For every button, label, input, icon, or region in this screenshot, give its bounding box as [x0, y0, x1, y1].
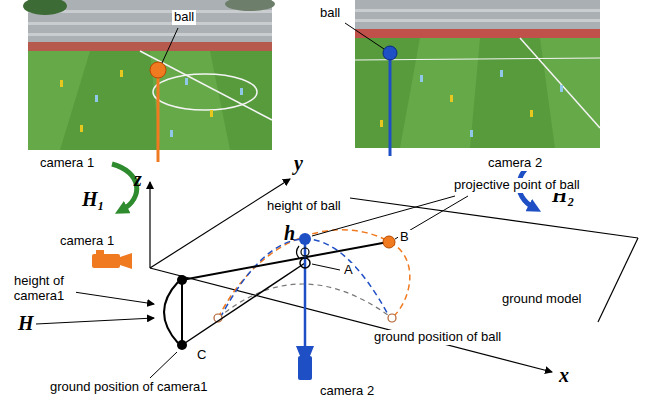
callout-label: ball: [318, 6, 342, 21]
ball-ground-position: [301, 248, 309, 256]
leader-line: [162, 28, 178, 63]
ground-model-edge: [350, 198, 638, 238]
camera2-icon: [296, 346, 314, 380]
trees: [23, 0, 67, 15]
camera-caption: camera 2: [318, 384, 376, 399]
player: [80, 125, 83, 132]
player: [60, 80, 63, 87]
quantity-label: height of camera1: [2, 274, 76, 304]
homography-symbol: H₁: [80, 188, 107, 211]
ball-projection-line: [157, 70, 160, 162]
stand-row: [28, 33, 272, 36]
axis-label: z: [132, 168, 144, 191]
height-bracket: [164, 282, 178, 343]
z-axis: [149, 182, 150, 268]
ball-ground-position: [300, 258, 310, 268]
pitch-line: [140, 51, 272, 120]
plane-label: ground model: [500, 292, 584, 307]
quantity-label: height of ball: [265, 199, 343, 214]
player: [120, 70, 123, 77]
point-label: A: [342, 263, 355, 278]
camera1-point: [177, 275, 187, 285]
player: [500, 70, 503, 77]
pitch-stripe: [150, 51, 230, 150]
pitch: [28, 0, 272, 150]
ball-marker: [383, 46, 397, 60]
ball-marker: [150, 62, 166, 78]
player: [470, 130, 473, 137]
projective-point: [383, 236, 395, 248]
quantity-symbol: h: [282, 222, 297, 245]
track-strip: [28, 42, 272, 51]
camera-caption: camera 2: [486, 156, 544, 171]
callout-label: ground position of ball: [372, 330, 503, 345]
axis-label: x: [557, 364, 571, 387]
camera-caption: camera 1: [58, 234, 116, 249]
camera-caption: camera 1: [38, 156, 96, 171]
stand-row: [28, 22, 272, 25]
quantity-symbol: H: [16, 312, 36, 335]
camera1-ground-point: [177, 340, 187, 350]
ground-model-edge: [598, 238, 638, 322]
pitch-stripe: [400, 38, 480, 148]
leader-line: [74, 292, 154, 304]
track-strip: [355, 29, 600, 38]
player: [420, 75, 423, 82]
point-label: C: [195, 348, 208, 363]
player: [170, 130, 173, 137]
point-label: B: [398, 230, 411, 245]
player: [240, 88, 243, 95]
callout-label: ground position of camera1: [48, 380, 210, 395]
player: [380, 120, 383, 127]
ground-line: [182, 263, 305, 345]
ball-3d-position: [299, 233, 311, 245]
homography-arrow: [112, 164, 137, 210]
player: [95, 95, 98, 102]
ground-point: [388, 314, 396, 322]
camera-top: [96, 250, 104, 254]
stands: [355, 0, 600, 30]
camera-body: [92, 254, 120, 268]
player: [530, 110, 533, 117]
leader-line: [36, 318, 154, 324]
leader-line: [345, 23, 384, 49]
callout-label: ball: [172, 10, 196, 25]
x-axis: [150, 268, 552, 372]
h-bracket: [297, 246, 300, 258]
stand-row: [28, 10, 272, 13]
player: [560, 85, 563, 92]
axis-label: y: [292, 152, 305, 175]
pitch-stripe: [540, 38, 600, 148]
camera-lens: [296, 346, 314, 356]
view-ray: [182, 242, 388, 280]
pitch-line: [520, 38, 600, 128]
camera1-photo: [23, 0, 275, 162]
leader-line: [312, 264, 340, 270]
stand-row: [355, 19, 600, 22]
trees: [225, 0, 275, 11]
ball-projection-line: [389, 53, 392, 156]
player: [450, 95, 453, 102]
leader-line: [150, 352, 177, 378]
player: [185, 78, 188, 85]
camera-body: [298, 356, 312, 380]
pitch-stripe: [28, 51, 90, 150]
camera-lens: [120, 253, 132, 269]
pitch: [355, 0, 600, 148]
player: [210, 110, 213, 117]
callout-label: projective point of ball: [452, 178, 582, 193]
stand-row: [355, 9, 600, 12]
camera2-photo: [355, 0, 600, 156]
camera1-icon: [92, 250, 132, 269]
camera1-pole: [181, 280, 183, 345]
